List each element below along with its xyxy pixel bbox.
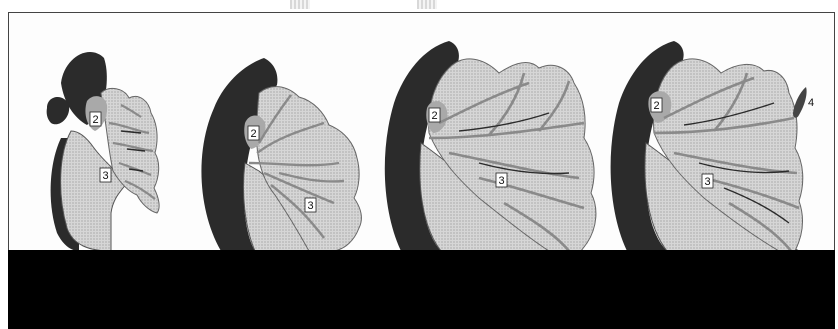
stage-1 (47, 52, 159, 250)
stage-1-label-2-text: 2 (93, 114, 99, 126)
stage-4-label-2-text: 2 (654, 100, 660, 112)
stage-2-label-3: 3 (305, 198, 316, 212)
stages-illustration: 2 3 2 3 2 3 2 3 4 (9, 13, 835, 250)
stage-1-label-3-text: 3 (103, 170, 109, 182)
stage-3-label-2-text: 2 (432, 110, 438, 122)
stage-4-label-3-text: 3 (705, 176, 711, 188)
stage-4-label-4: 4 (808, 97, 814, 109)
stage-4 (611, 41, 807, 250)
black-bar (8, 250, 835, 329)
faint-mark-1 (290, 0, 310, 9)
stage-3-label-3-text: 3 (499, 175, 505, 187)
stage-4-label-2: 2 (651, 98, 662, 112)
stage-3-label-3: 3 (496, 173, 507, 187)
stage-4-label-4-text: 4 (808, 97, 814, 109)
stage-2-label-2: 2 (248, 126, 259, 140)
stage-2 (201, 58, 361, 250)
stage-2-label-3-text: 3 (308, 200, 314, 212)
stage-2-label-2-text: 2 (251, 128, 257, 140)
stage-4-small-fragment (793, 87, 807, 118)
stage-1-label-3: 3 (100, 168, 111, 182)
stage-3 (385, 41, 596, 250)
stage-1-dark-knob (47, 97, 70, 124)
figure-panel: 2 3 2 3 2 3 2 3 4 (8, 12, 835, 250)
stage-3-label-2: 2 (429, 108, 440, 122)
stage-1-label-2: 2 (90, 112, 101, 126)
stage-4-label-3: 3 (702, 174, 713, 188)
faint-mark-2 (417, 0, 437, 9)
